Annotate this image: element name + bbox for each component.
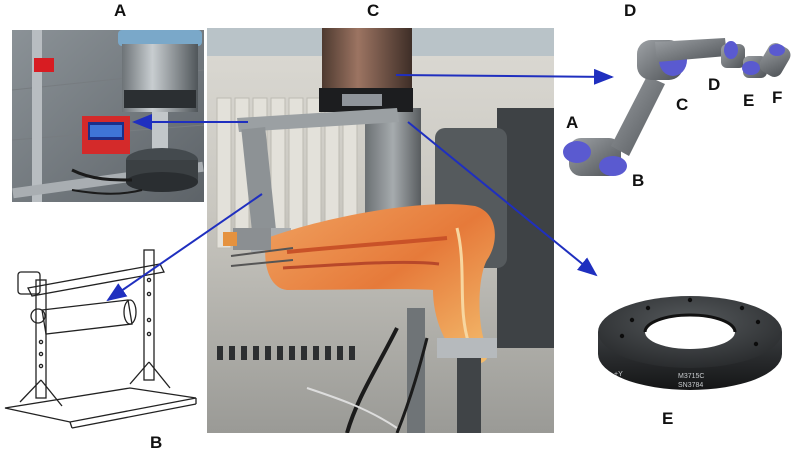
panel-e-sensor: +Y M3715C SN3784 — [592, 284, 788, 402]
panel-b-drawing — [0, 230, 200, 430]
joint-label-d: D — [708, 75, 721, 94]
panel-a-photo — [12, 30, 204, 202]
sensor-serial-text: SN3784 — [678, 382, 703, 389]
panel-label-a: A — [114, 1, 127, 20]
panel-label-c: C — [367, 1, 380, 20]
joint-label-f: F — [772, 88, 783, 107]
joint-label-a: A — [566, 113, 579, 132]
sensor-axis-mark: +Y — [614, 371, 623, 378]
panel-c-photo — [207, 28, 554, 433]
joint-label-c: C — [676, 95, 689, 114]
panel-label-b: B — [150, 433, 163, 452]
panel-label-e: E — [662, 409, 674, 428]
joint-label-e: E — [743, 91, 755, 110]
joint-label-b: B — [632, 171, 645, 190]
panel-label-d: D — [624, 1, 637, 20]
sensor-model-text: M3715C — [678, 373, 704, 380]
